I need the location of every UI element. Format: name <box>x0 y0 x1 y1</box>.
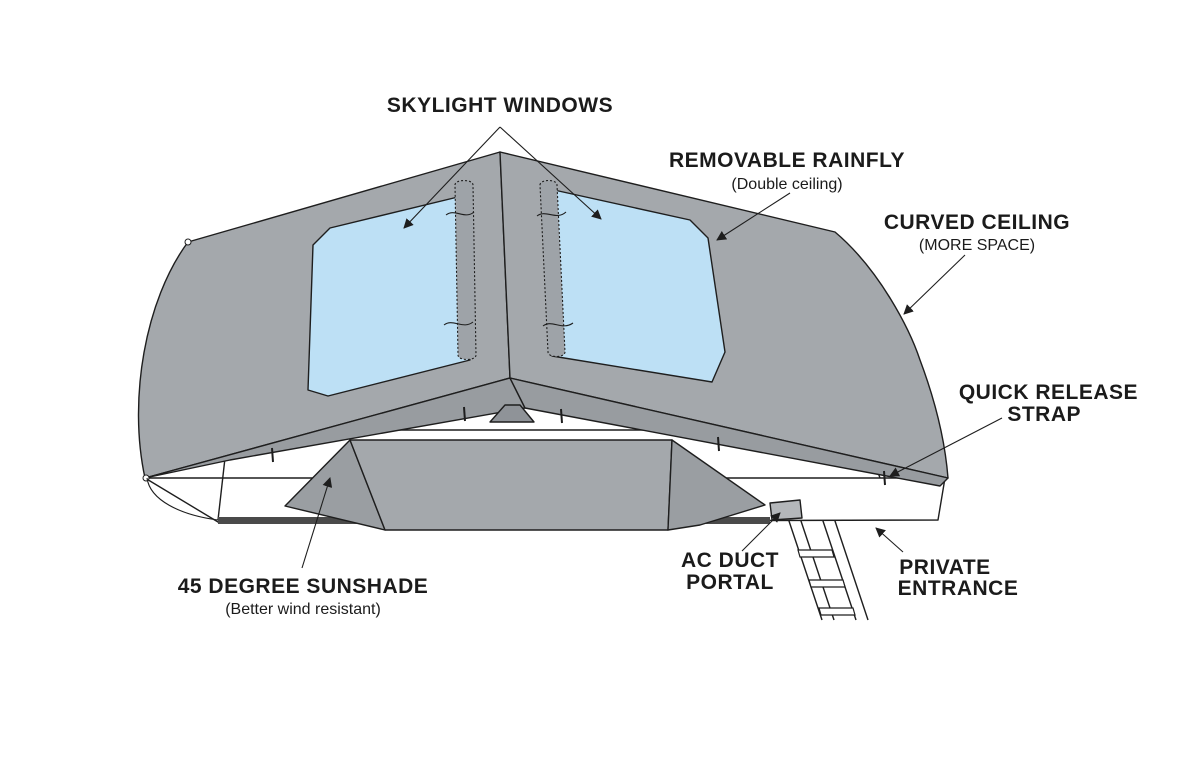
ladder <box>787 517 869 621</box>
label-ac-duct-line1: AC DUCT <box>681 549 779 572</box>
label-removable-rainfly: REMOVABLE RAINFLY <box>669 149 905 172</box>
label-quick-release-strap-line1: QUICK RELEASE <box>959 381 1138 404</box>
leader-lines <box>301 126 1003 569</box>
label-private-entrance-line2: ENTRANCE <box>898 577 1019 600</box>
rolled-cover-left <box>443 179 477 361</box>
label-sunshade-sub: (Better wind resistant) <box>225 601 381 618</box>
label-quick-release-strap-line2: STRAP <box>1007 403 1081 426</box>
label-private-entrance-line1: PRIVATE <box>899 556 990 579</box>
ac-duct-portal <box>769 499 803 521</box>
strap-ticks <box>271 406 886 486</box>
label-curved-ceiling-sub: (MORE SPACE) <box>919 237 1035 254</box>
skylight-window-right <box>544 187 726 383</box>
rolled-cover-right <box>536 179 574 358</box>
label-skylight-windows: SKYLIGHT WINDOWS <box>387 94 613 117</box>
sunshade-awning <box>284 439 766 531</box>
label-removable-rainfly-sub: (Double ceiling) <box>731 176 842 193</box>
label-sunshade: 45 DEGREE SUNSHADE <box>178 575 429 598</box>
entrance-door-edge <box>146 477 219 521</box>
label-curved-ceiling: CURVED CEILING <box>884 211 1070 234</box>
label-ac-duct-line2: PORTAL <box>686 571 774 594</box>
